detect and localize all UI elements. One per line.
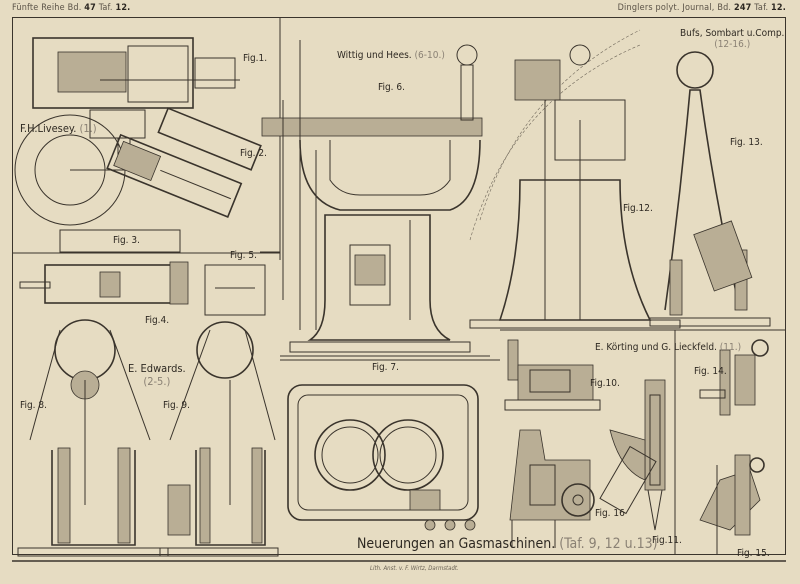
fig7-plan-drawing: [287, 384, 479, 531]
fig14-drawing: [699, 339, 769, 416]
fig9-drawing: [159, 321, 279, 557]
fig-range: (12-16.): [714, 39, 751, 50]
header-right: Dinglers polyt. Journal, Bd. 247 Taf. 12…: [618, 3, 786, 13]
fig13-drawing: [649, 51, 771, 327]
fig11-label: Fig.11.: [652, 535, 682, 546]
inventor-livesey: F.H.Livesey. (1.): [20, 122, 97, 135]
taf-label: Taf.: [754, 3, 769, 13]
fig13-label: Fig. 13.: [730, 137, 763, 148]
fig12-drawing: [469, 29, 681, 329]
journal-name: Dinglers polyt. Journal,: [617, 3, 715, 13]
fig6-drawing: [261, 40, 483, 330]
fig12-label: Fig.12.: [623, 203, 653, 214]
panel-dividers: [13, 18, 785, 554]
fig15-drawing: [699, 454, 765, 554]
fig7-drawing: [280, 214, 490, 357]
fig2-label: Fig. 2.: [240, 148, 267, 159]
lithographer-credit: Lith. Anst. v. F. Wirtz, Darmstadt.: [370, 565, 459, 572]
plate-title: Neuerungen an Gasmaschinen. (Taf. 9, 12 …: [357, 536, 658, 552]
fig2-3-drawing: [14, 107, 262, 253]
bd-label: Bd.: [67, 3, 82, 13]
title-main: Neuerungen an Gasmaschinen.: [357, 536, 556, 552]
inventor-korting-lieckfeld: E. Körting und G. Lieckfeld. (11.): [595, 342, 741, 353]
inventor-edwards: E. Edwards. (2-5.): [128, 362, 186, 388]
fig-range: (11.): [719, 342, 742, 353]
plate-number: 12.: [115, 3, 131, 13]
inventor-name: E. Körting und G. Lieckfeld.: [595, 342, 717, 353]
fig16-drawing: [509, 429, 595, 548]
fig10-drawing: [504, 339, 601, 411]
fig11-drawing: [599, 379, 666, 531]
fig10-label: Fig.10.: [590, 378, 620, 389]
plate-border: [12, 17, 786, 555]
fig7-label: Fig. 7.: [372, 362, 399, 373]
journal-plate: 12.: [771, 3, 786, 13]
fig5-label: Fig. 5.: [230, 250, 257, 261]
fig16-label: Fig. 16: [595, 508, 625, 519]
volume-number: 47: [84, 3, 96, 13]
fig15-label: Fig. 15.: [737, 548, 770, 559]
title-reference: (Taf. 9, 12 u.13): [559, 536, 658, 552]
fig8-drawing: [17, 319, 169, 557]
inventor-bufs-sombart: Bufs, Sombart u.Comp. (12-16.): [680, 28, 784, 50]
fig-range: (1.): [79, 122, 97, 135]
inventor-name: Bufs, Sombart u.Comp.: [680, 28, 785, 39]
fig14-label: Fig. 14.: [694, 366, 727, 377]
fig4-5-drawing: [19, 261, 266, 316]
series-label: Fünfte Reihe: [12, 3, 65, 13]
fig1-label: Fig.1.: [243, 53, 268, 64]
fig4-label: Fig.4.: [145, 315, 170, 326]
taf-label: Taf.: [98, 3, 113, 13]
bd-label: Bd.: [717, 3, 732, 13]
journal-volume: 247: [733, 3, 752, 13]
fig6-label: Fig. 6.: [378, 82, 405, 93]
fig-range: (6-10.): [414, 50, 445, 61]
inventor-name: F.H.Livesey.: [20, 122, 77, 135]
fig3-label: Fig. 3.: [113, 235, 140, 246]
fig9-label: Fig. 9.: [163, 400, 190, 411]
fig-range: (2-5.): [143, 375, 171, 388]
inventor-name: E. Edwards.: [128, 362, 186, 375]
fig8-label: Fig. 8.: [20, 400, 47, 411]
header-left: Fünfte Reihe Bd. 47 Taf. 12.: [12, 3, 130, 13]
fig1-drawing: [32, 37, 240, 157]
inventor-name: Wittig und Hees.: [337, 50, 412, 61]
inventor-wittig-hees: Wittig und Hees. (6-10.): [337, 50, 445, 61]
